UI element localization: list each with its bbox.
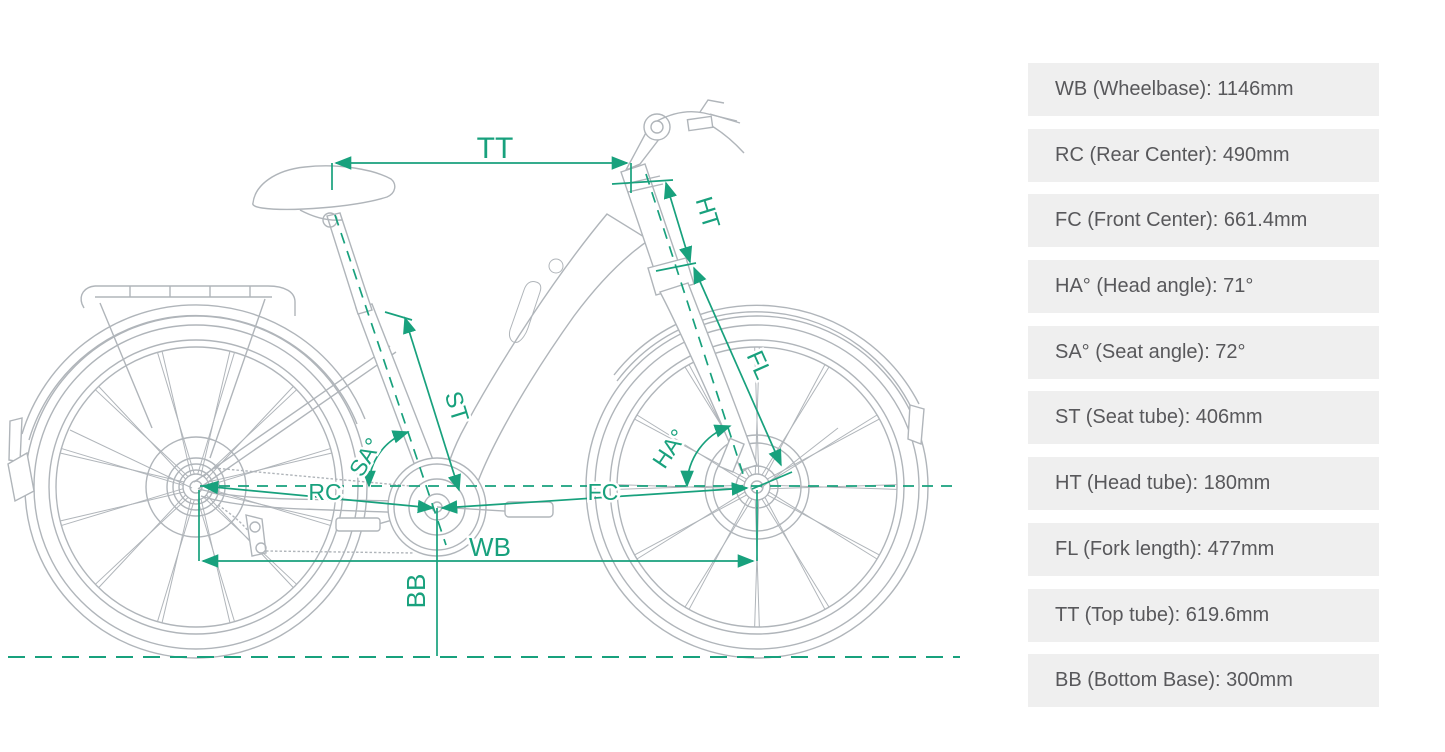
label-rc: RC [308, 479, 341, 505]
down-tube [443, 213, 651, 505]
head-axis-line [645, 173, 745, 478]
measurement-row-fc: FC (Front Center): 661.4mm [1028, 194, 1379, 248]
measurement-row-wb: WB (Wheelbase): 1146mm [1028, 63, 1379, 116]
label-wb: WB [469, 532, 511, 562]
label-fl: FL [741, 347, 777, 384]
label-ht: HT [690, 194, 725, 233]
measurement-row-ha: HA° (Head angle): 71° [1028, 260, 1379, 314]
front-end [620, 163, 758, 473]
measurement-row-st: ST (Seat tube): 406mm [1028, 391, 1379, 445]
measurement-row-ht: HT (Head tube): 180mm [1028, 457, 1379, 511]
dim-front-center: FC [440, 477, 749, 514]
handlebar [624, 99, 745, 172]
label-fc: FC [588, 479, 619, 505]
label-sa: SA° [344, 433, 386, 481]
label-tt: TT [477, 132, 514, 165]
rear-rack [80, 285, 296, 459]
bike-drawing [7, 99, 929, 659]
label-ha: HA° [647, 424, 692, 473]
measurement-panel: WB (Wheelbase): 1146mm RC (Rear Center):… [1028, 63, 1379, 708]
dim-rear-center: RC [201, 477, 435, 514]
rear-fender [7, 304, 366, 503]
frame-emblem [548, 258, 564, 274]
dim-wheelbase: WB [198, 490, 758, 568]
dim-top-tube: TT [331, 130, 632, 193]
measurement-row-sa: SA° (Seat angle): 72° [1028, 325, 1379, 379]
measurement-row-bb: BB (Bottom Base): 300mm [1028, 654, 1379, 708]
measurement-row-fl: FL (Fork length): 477mm [1028, 522, 1379, 576]
battery-slot [509, 281, 542, 343]
dim-bottom-base: BB [399, 508, 438, 656]
measurement-row-tt: TT (Top tube): 619.6mm [1028, 588, 1379, 642]
dim-head-angle: HA° [645, 422, 732, 488]
measurement-row-rc: RC (Rear Center): 490mm [1028, 128, 1379, 182]
label-bb: BB [401, 574, 431, 609]
bike-geometry-diagram: TT HT FL HA° SA° [7, 99, 960, 659]
